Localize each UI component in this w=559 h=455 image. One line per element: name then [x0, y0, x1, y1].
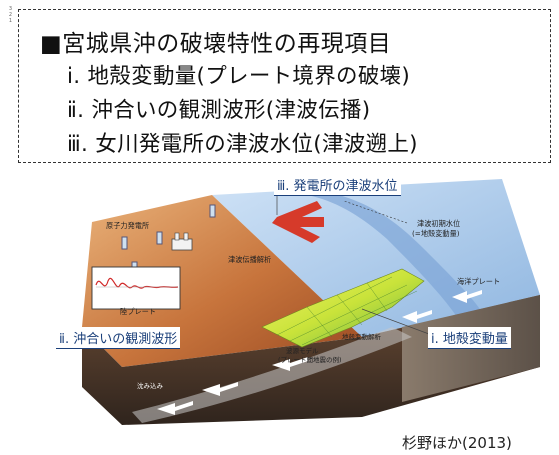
callout-power-station-water-level: ⅲ. 発電所の津波水位	[274, 174, 401, 196]
label-propagation-analysis: 津波伝播解析	[228, 255, 272, 264]
callout-offshore-waveform: ⅱ. 沖合いの観測波形	[56, 327, 181, 349]
label-source-model: 波源モデル	[286, 347, 319, 355]
rupture-zone	[261, 268, 425, 348]
gauge-buoy-icon	[156, 231, 163, 245]
power-plant-icon	[171, 232, 193, 251]
subducting-plate	[132, 327, 412, 423]
callout-leader-i	[361, 308, 438, 338]
diagram-illustration	[82, 179, 540, 425]
header-title: ■宮城県沖の破壊特性の再現項目	[40, 31, 392, 57]
page-number: 2	[8, 12, 12, 18]
motion-arrows	[157, 290, 482, 415]
rupture-grid	[276, 276, 418, 346]
page-number: 3	[8, 6, 12, 12]
header-box	[18, 9, 551, 163]
reproduction-item-3: ⅲ. 女川発電所の津波水位(津波遡上)	[67, 132, 418, 157]
page-number-stack: 3 2 1	[0, 6, 12, 24]
callout-crustal-deformation: ⅰ. 地殻変動量	[428, 327, 511, 349]
citation: 杉野ほか(2013)	[402, 434, 512, 452]
propagation-arrow-icon	[272, 201, 324, 243]
initial-level-leader	[343, 200, 408, 224]
reproduction-item-2: ⅱ. 沖合いの観測波形(津波伝播)	[67, 98, 371, 123]
gauge-buoy-icon	[209, 204, 216, 218]
waveform-inset	[91, 266, 181, 310]
gauge-buoy-icon	[121, 236, 128, 250]
label-ocean-plate: 海洋プレート	[457, 277, 501, 286]
label-initial-water-level-note: (=地殻変動量)	[412, 229, 460, 238]
label-subduction: 沈み込み	[137, 382, 163, 390]
reproduction-item-1: ⅰ. 地殻変動量(プレート境界の破壊)	[67, 64, 411, 89]
label-crustal-analysis: 地殻変動解析	[342, 333, 381, 341]
subduction-diagram: ⅲ. 発電所の津波水位 ⅱ. 沖合いの観測波形 ⅰ. 地殻変動量 原子力発電所 …	[56, 174, 542, 427]
label-nuclear-plant: 原子力発電所	[106, 221, 150, 230]
page-number: 1	[8, 18, 12, 24]
label-source-model-note: (プレート間地震の例)	[278, 356, 342, 364]
label-land-plate: 陸プレート	[120, 307, 156, 316]
tsunami-uplift	[307, 189, 482, 317]
label-initial-water-level: 津波初期水位	[417, 219, 461, 228]
